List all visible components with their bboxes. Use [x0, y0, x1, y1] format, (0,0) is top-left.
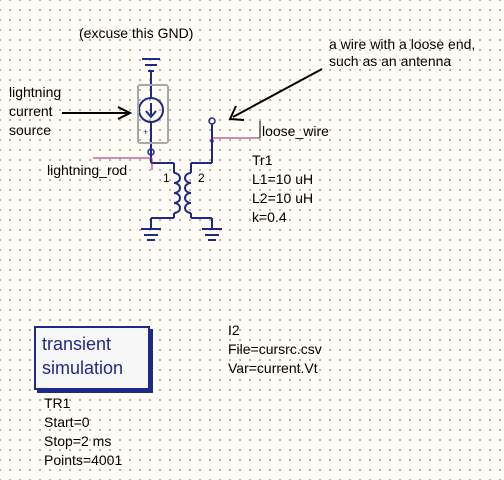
- simulation-start[interactable]: Start=0: [44, 414, 90, 430]
- loose-wire-end-node[interactable]: [208, 117, 216, 125]
- lightning-rod-wire[interactable]: [150, 140, 175, 173]
- top-ground-symbol[interactable]: [142, 58, 160, 86]
- transformer-l1[interactable]: L1=10 uH: [252, 171, 314, 187]
- lightning-rod-node[interactable]: [147, 148, 155, 156]
- simulation-stop[interactable]: Stop=2 ms: [44, 433, 112, 449]
- loose-wire-label[interactable]: loose_wire: [262, 123, 329, 139]
- current-source-sign: +: [143, 127, 148, 137]
- current-source-selection[interactable]: [137, 84, 169, 144]
- transient-simulation-block[interactable]: transient simulation: [34, 326, 150, 390]
- ground-primary-icon[interactable]: [141, 228, 161, 241]
- source-note-line1: lightning: [9, 84, 62, 100]
- current-source-var[interactable]: Var=current.Vt: [228, 360, 318, 376]
- source-note-arrow: [62, 106, 133, 120]
- simulation-name[interactable]: TR1: [44, 395, 71, 411]
- current-source-name[interactable]: I2: [228, 322, 240, 338]
- transformer-primary-coil[interactable]: [150, 172, 181, 229]
- lightning-rod-label[interactable]: lightning_rod: [47, 162, 128, 178]
- current-source-file[interactable]: File=cursrc.csv: [228, 341, 322, 357]
- simulation-points[interactable]: Points=4001: [44, 452, 123, 468]
- transformer-name[interactable]: Tr1: [252, 152, 273, 168]
- wire-note-line1: a wire with a loose end,: [329, 36, 476, 52]
- gnd-note: (excuse this GND): [79, 25, 194, 41]
- transformer-pin2-label: 2: [198, 171, 205, 185]
- source-note-line2: current: [9, 103, 53, 119]
- wire-note-line2: such as an antenna: [329, 53, 452, 69]
- sim-box-line1: transient: [42, 334, 112, 354]
- current-source-symbol[interactable]: [138, 86, 164, 140]
- transformer-l2[interactable]: L2=10 uH: [252, 190, 314, 206]
- wire-note-arrow: [228, 68, 323, 121]
- transformer-k[interactable]: k=0.4: [252, 209, 287, 225]
- loose-wire-junction[interactable]: [210, 139, 214, 143]
- transformer-secondary-coil[interactable]: [184, 124, 213, 229]
- source-note-line3: source: [9, 122, 52, 138]
- sim-box-line2: simulation: [42, 358, 124, 378]
- transformer-pin1-label: 1: [163, 171, 170, 185]
- ground-secondary-icon[interactable]: [202, 228, 222, 241]
